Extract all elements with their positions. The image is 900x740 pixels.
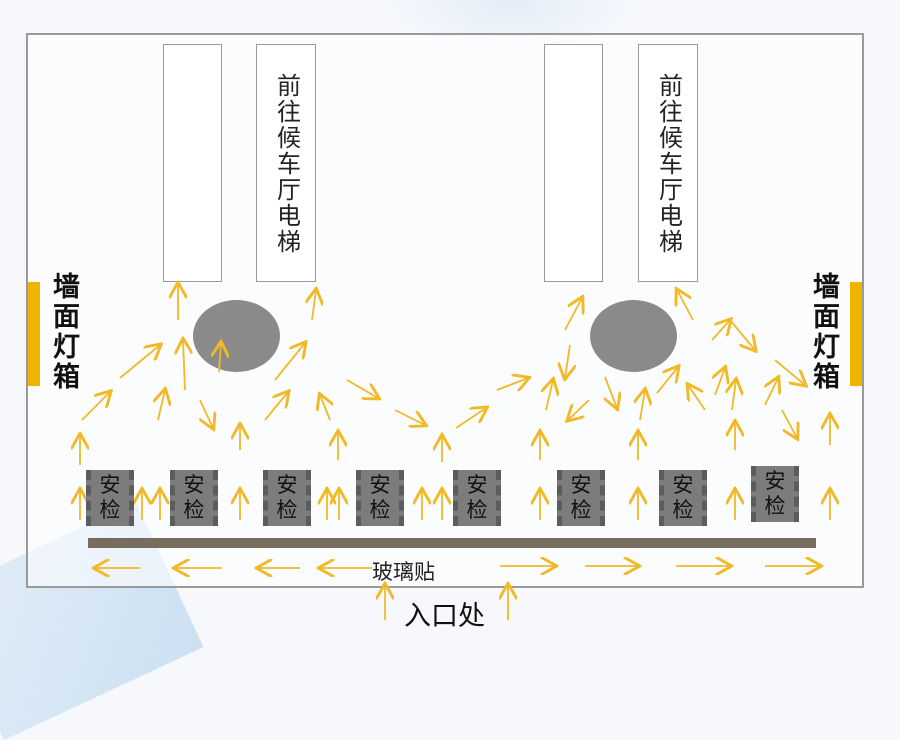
flow-arrow — [274, 343, 305, 381]
elevator-block-3 — [544, 44, 603, 282]
flow-arrow — [732, 380, 736, 411]
light-box-right-bar — [850, 282, 862, 386]
flow-arrow — [81, 392, 110, 421]
flow-arrow — [496, 378, 528, 390]
security-check-label: 安检 — [672, 473, 694, 522]
flow-arrow — [711, 320, 730, 341]
flow-arrow — [781, 409, 797, 438]
security-check-label: 安检 — [466, 473, 488, 522]
elevator-label: 前往候车厅电梯 — [272, 73, 301, 255]
flow-arrow — [605, 376, 617, 408]
security-check-label: 安检 — [764, 469, 786, 518]
security-check-label: 安检 — [570, 473, 592, 522]
flow-arrow — [656, 367, 678, 394]
flow-arrow — [455, 408, 486, 429]
elevator-label: 前往候车厅电梯 — [654, 73, 683, 255]
flow-arrow — [565, 344, 570, 378]
flow-arrow — [158, 390, 165, 421]
light-box-left-label: 墙面灯箱 — [48, 272, 79, 392]
flow-arrow — [320, 395, 330, 421]
flow-arrow — [394, 409, 425, 425]
flow-arrow — [774, 359, 805, 385]
flow-arrow — [264, 392, 288, 421]
security-check-6: 安检 — [557, 470, 605, 526]
light-box-right-label: 墙面灯箱 — [808, 272, 839, 392]
flow-arrow — [715, 368, 725, 396]
flow-arrow — [677, 290, 694, 321]
flow-arrow — [564, 298, 582, 331]
security-check-label: 安检 — [99, 473, 121, 522]
flow-arrow — [729, 319, 755, 350]
security-check-label: 安检 — [276, 473, 298, 522]
flow-arrow — [312, 290, 316, 321]
flow-arrows — [0, 0, 900, 620]
flow-arrow — [200, 399, 213, 428]
security-check-1: 安检 — [86, 470, 134, 526]
glass-film-bar — [88, 538, 816, 548]
flow-arrow — [219, 343, 221, 373]
light-box-left-bar — [28, 282, 40, 386]
flow-arrow — [183, 340, 185, 391]
entrance-label: 入口处 — [404, 601, 485, 632]
security-check-7: 安检 — [659, 470, 707, 526]
flow-arrow — [568, 399, 590, 420]
security-check-5: 安检 — [453, 470, 501, 526]
pillar-left — [193, 300, 280, 372]
glass-film-label: 玻璃贴 — [372, 560, 435, 584]
flow-arrow — [346, 379, 378, 398]
elevator-block-4: 前往候车厅电梯 — [638, 44, 698, 282]
flow-arrow — [765, 378, 778, 406]
elevator-block-1 — [163, 44, 222, 282]
security-check-label: 安检 — [369, 473, 391, 522]
security-check-3: 安检 — [263, 470, 311, 526]
security-check-8: 安检 — [751, 466, 799, 522]
security-check-4: 安检 — [356, 470, 404, 526]
security-check-2: 安检 — [170, 470, 218, 526]
elevator-block-2: 前往候车厅电梯 — [256, 44, 316, 282]
flow-arrow — [119, 345, 160, 379]
flow-arrow — [546, 380, 553, 411]
security-check-label: 安检 — [183, 473, 205, 522]
flow-arrow — [640, 390, 645, 421]
flow-arrow — [688, 385, 706, 411]
pillar-right — [590, 300, 677, 372]
